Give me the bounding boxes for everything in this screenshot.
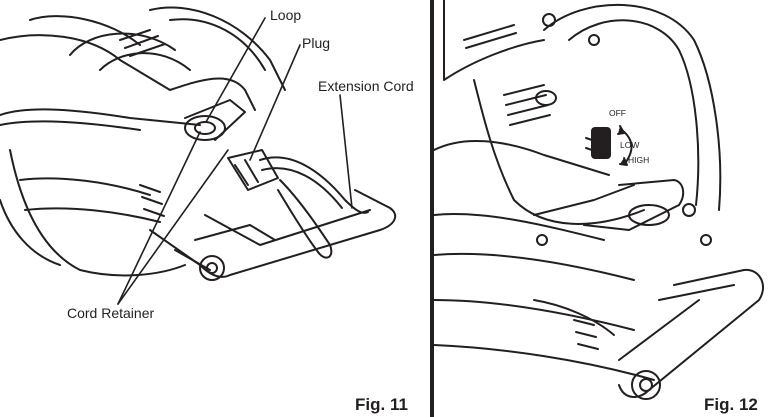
label-plug: Plug — [302, 35, 331, 51]
leader-loop — [205, 17, 266, 123]
label-extension-cord: Extension Cord — [318, 78, 414, 94]
figure-12-caption: Fig. 12 — [704, 395, 758, 414]
label-cord-retainer: Cord Retainer — [67, 305, 155, 321]
blower-base-frame — [618, 268, 764, 398]
plug-shape — [227, 149, 279, 191]
leader-cord-retainer — [117, 131, 201, 305]
figure-11-panel: Loop Plug Extension Cord Cord Retainer F… — [0, 6, 414, 414]
leader-plug — [249, 44, 301, 161]
blower-housing-top — [443, 0, 545, 81]
switch-label-high: HIGH — [628, 155, 650, 165]
blower-handle — [543, 4, 722, 211]
cord-retainer-loop — [184, 115, 226, 141]
figure-11-illustration — [0, 6, 397, 305]
figure-12-panel: OFF LOW HIGH Fig. 12 — [434, 0, 771, 417]
blower-base-frame — [149, 189, 397, 278]
blower-body — [0, 108, 201, 126]
blower-body — [434, 140, 610, 176]
power-switch — [591, 127, 611, 159]
label-loop: Loop — [270, 7, 302, 23]
extension-cord-shape — [259, 156, 369, 214]
figure-divider — [430, 0, 434, 417]
figure-11-caption: Fig. 11 — [355, 395, 408, 414]
switch-label-low: LOW — [620, 140, 640, 150]
leader-extension-cord — [339, 94, 353, 209]
switch-label-off: OFF — [609, 108, 626, 118]
blower-handle — [149, 6, 286, 91]
figure-12-illustration — [434, 0, 764, 400]
